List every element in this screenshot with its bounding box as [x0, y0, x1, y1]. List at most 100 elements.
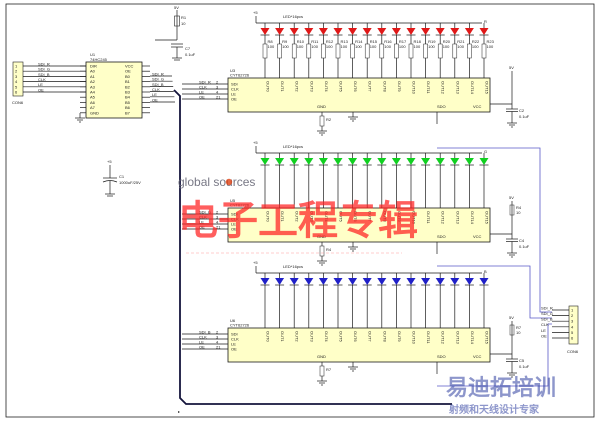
site-watermark: 易迪拓培训 [446, 375, 556, 401]
u1-right-pin: B3 [125, 90, 131, 95]
driver-output-pin: OUT4 [324, 81, 329, 92]
u1-left-pin: A1 [90, 74, 96, 79]
led-diode [450, 158, 460, 165]
driver-output-pin: OUT11 [426, 331, 431, 344]
driver-part: CYT62726 [230, 73, 250, 78]
led-diode [289, 278, 299, 285]
u1-left-pin: A0 [90, 69, 96, 74]
driver-output-pin: OUT13 [455, 81, 460, 95]
led-resistor-value: 100 [414, 44, 421, 49]
led-diode [377, 28, 387, 35]
led-resistor [408, 43, 414, 59]
driver-ground [348, 242, 358, 252]
output-pin-number: 3 [571, 319, 574, 324]
driver-output-pin: OUT12 [441, 211, 446, 225]
output-pin-signal: LE [541, 328, 546, 333]
driver-rext-ground [317, 126, 327, 136]
output-pin-signal: SDI_G [541, 311, 553, 316]
driver-input-pin-no: 21 [216, 344, 221, 349]
driver-input-signal: SDI_R [199, 79, 211, 84]
driver-output-pin: OUT11 [426, 81, 431, 94]
led-resistor [394, 43, 399, 59]
driver-left-pin: SDI [231, 82, 238, 87]
led-resistor [467, 43, 472, 59]
output-pin-number: 1 [571, 308, 574, 313]
led-diode [421, 278, 431, 285]
led-resistor-value: 100 [443, 44, 450, 49]
u1-output-signal: SDI_G [152, 77, 164, 82]
led-diode [260, 28, 270, 35]
led-resistor [379, 43, 385, 59]
led-resistor [291, 43, 297, 59]
driver-cap-ref: C2 [519, 108, 525, 113]
driver-output-pin: OUT7 [368, 331, 373, 342]
driver-output-pin: OUT4 [324, 331, 329, 342]
u1-output-signal: SDI_B [152, 82, 164, 87]
driver-input-pin-no: 4 [216, 339, 219, 344]
u1-ref: U1 [90, 52, 96, 57]
led-supply: +5 [253, 140, 258, 145]
driver-output-pin: OUT1 [280, 81, 285, 92]
output-pin-signal: OE [541, 333, 547, 338]
driver-cap-value: 0.1uF [519, 114, 530, 119]
driver-output-pin: OUT4 [324, 211, 329, 222]
led-diode [348, 158, 358, 165]
driver-ground [348, 112, 358, 122]
led-resistor-value: 100 [341, 44, 348, 49]
led-diode [435, 158, 445, 165]
input-pin-signal: LE [38, 82, 43, 87]
u1-right-pin: B0 [125, 74, 131, 79]
led-resistor-ref: R15 [370, 39, 378, 44]
led-resistor-ref: R17 [399, 39, 407, 44]
u1-right-pin: OE [125, 69, 131, 74]
r1-label: R1 [181, 15, 187, 20]
input-pin-signal: SDI_R [38, 61, 50, 66]
driver-rext-ref: R2 [326, 117, 332, 122]
led-diode [464, 28, 474, 35]
driver-output-pin: OUT13 [455, 331, 460, 345]
led-diode [318, 28, 328, 35]
slogan-watermark: 射频和天线设计专家 [448, 403, 540, 416]
u1-left-pin: GND [90, 110, 99, 115]
driver-sdo-pin: SDO [437, 234, 446, 239]
u1-left-pin: DIR [90, 64, 97, 69]
led-diode [275, 28, 285, 35]
driver-output-pin: OUT10 [412, 211, 417, 225]
driver-rext-ref: R4 [326, 247, 332, 252]
led-array-label: LED*16pcs [283, 14, 303, 19]
driver-rext-resistor [319, 365, 325, 377]
driver-sdo-pin: SDO [437, 354, 446, 359]
driver-input-signal: LE [199, 89, 204, 94]
led-resistor-value: 100 [311, 44, 318, 49]
driver-input-pin-no: 21 [216, 94, 221, 99]
driver-sdo-pin: SDO [437, 104, 446, 109]
led-resistor-ref: R13 [341, 39, 349, 44]
led-diode [479, 158, 489, 165]
driver-cap-value: 0.1uF [519, 364, 530, 369]
driver-output-pin: OUT3 [309, 211, 314, 222]
driver-output-pin: OUT10 [412, 331, 417, 345]
driver-input-signal: OE [199, 344, 205, 349]
driver-input-signal: LE [199, 339, 204, 344]
driver-supply-resistor [509, 324, 515, 336]
led-resistor-ref: R23 [487, 39, 495, 44]
led-diode [289, 28, 299, 35]
driver-output-pin: OUT14 [470, 331, 475, 345]
driver-rext-ref: R7 [326, 367, 332, 372]
driver-input-pin-no: 21 [216, 224, 221, 229]
driver-output-pin: OUT3 [309, 331, 314, 342]
driver-output-pin: OUT6 [353, 211, 358, 222]
u1-right-pin: VCC [125, 64, 134, 69]
driver-input-pin-no: 2 [216, 329, 219, 334]
output-connector-body [568, 305, 579, 345]
driver-part: CYT62726 [230, 323, 250, 328]
driver-input-pin-no: 3 [216, 334, 219, 339]
input-pin-signal: SDI_G [38, 67, 50, 72]
bulk-capacitor: +5 C1 1000uF/25V [102, 159, 141, 197]
brand-dot-icon [225, 178, 233, 186]
led-diode [391, 158, 401, 165]
driver-gnd-pin: GND [317, 354, 326, 359]
